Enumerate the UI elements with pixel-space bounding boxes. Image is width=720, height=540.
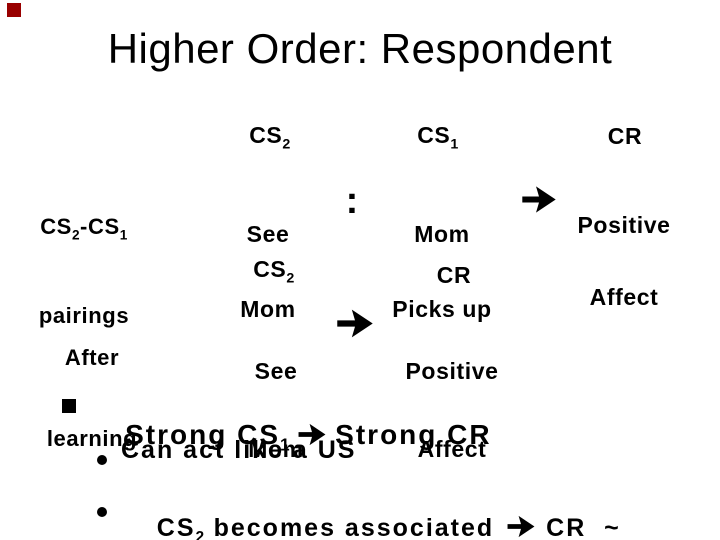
after-cr-response: Positive Affect <box>392 306 512 514</box>
bullet3-mid: becomes associated <box>204 514 495 540</box>
corner-accent-square <box>7 3 21 17</box>
bullet1-post: Strong CR <box>335 419 492 450</box>
right-arrow-icon <box>298 423 326 446</box>
pairing-row-label-line2: pairings <box>38 303 130 329</box>
pairing-cr-response: Positive Affect <box>564 165 684 357</box>
pairing-colon: : <box>345 180 359 222</box>
after-header-cr: CR <box>436 262 472 288</box>
pairing-cs2-stimulus: See Mom <box>228 172 308 372</box>
bullet-item-2: Can act like a US <box>121 436 357 464</box>
bullet3-pre: CS <box>156 514 196 540</box>
pairing-cs1-line1: Mom <box>414 221 470 247</box>
after-cr-line1: Positive <box>405 358 499 384</box>
bullet-dot-icon <box>97 507 107 517</box>
pairing-header-cs1: CS1 <box>417 122 459 153</box>
bullet-dot-icon <box>97 455 107 465</box>
after-cs2-stimulus: See Mom <box>236 306 316 514</box>
bullet-square-icon <box>62 399 76 413</box>
after-row-label-line1: After <box>64 345 120 370</box>
pairing-cr-line2: Affect <box>589 284 659 310</box>
pairing-cs2-line2: Mom <box>240 296 296 322</box>
pairing-row-label: CS2-CS1 pairings <box>9 159 159 383</box>
pairing-cs1-stimulus: Mom Picks up <box>382 172 502 372</box>
after-right-arrow-icon <box>337 309 373 338</box>
pairing-row-label-line1: CS2-CS1 <box>40 214 128 243</box>
after-cr-line2: Affect <box>417 436 487 462</box>
bullet3-post: CR ~ <box>546 514 621 540</box>
bullet1-pre: Strong CS <box>125 419 281 450</box>
pairing-header-cr: CR <box>607 123 643 149</box>
pairing-cs1-line2: Picks up <box>392 296 492 322</box>
after-cs2-line2: Mom <box>248 436 304 462</box>
after-cs2-line1: See <box>254 358 298 384</box>
pairing-cr-line1: Positive <box>577 212 671 238</box>
slide-title: Higher Order: Respondent <box>107 25 613 72</box>
pairing-header-cs2: CS2 <box>249 122 291 153</box>
pairing-right-arrow-icon <box>522 186 556 213</box>
after-header-cs2: CS2 <box>253 256 295 287</box>
pairing-cs2-line1: See <box>246 221 290 247</box>
right-arrow-icon <box>507 515 535 538</box>
after-row-label-line2: learning <box>46 426 138 451</box>
after-row-label: After learning <box>17 290 167 506</box>
